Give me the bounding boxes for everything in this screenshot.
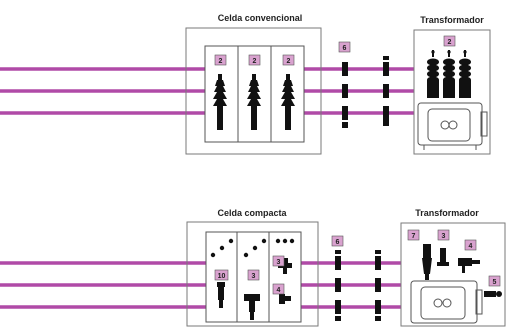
badge	[464, 239, 477, 251]
cable-joint-icon	[342, 122, 348, 128]
top-terminal-badges: 2 2 2	[214, 54, 295, 66]
cable-joint-icon	[383, 106, 389, 120]
top-section: Celda convencional	[0, 13, 491, 155]
transformer-label: Transformador	[420, 15, 484, 25]
badge	[214, 54, 227, 66]
cable-joint-icon	[375, 250, 381, 254]
transformer-label: Transformador	[415, 208, 479, 218]
badge-text: 7	[412, 233, 416, 240]
badge	[272, 255, 285, 267]
transformer-body	[410, 280, 483, 324]
cable-joint-icon	[383, 120, 389, 126]
badge-text: 6	[343, 45, 347, 52]
badge	[437, 229, 450, 241]
badge	[488, 275, 501, 287]
badge	[331, 235, 344, 247]
badge-text: 3	[442, 233, 446, 240]
top-cable-joints	[342, 56, 389, 128]
top-transformer: Transformador 2	[413, 15, 491, 155]
bottom-cell-badges: 10 3 3 4	[214, 255, 285, 295]
tee-connector-icon	[244, 294, 260, 320]
badge	[338, 41, 351, 53]
compact-cell-label: Celda compacta	[217, 208, 287, 218]
cable-terminal-icon	[247, 74, 261, 130]
badge-text: 2	[253, 58, 257, 65]
compact-cell-box	[186, 221, 319, 327]
badge-text: 5	[493, 279, 497, 286]
bottom-transformer: Transformador 7 3 4 5	[400, 208, 506, 327]
badge-text: 3	[252, 273, 256, 280]
cable-joint-icon	[335, 256, 341, 270]
cable-joint-icon	[383, 84, 389, 98]
cable-joint-icon	[383, 62, 389, 76]
compact-connector-icons	[217, 258, 292, 320]
bushing-icons	[427, 50, 471, 98]
badge	[214, 269, 229, 281]
badge	[247, 269, 260, 281]
bushing-icon	[443, 50, 455, 98]
bushing-dots	[210, 238, 295, 258]
cable-joint-icon	[335, 316, 341, 321]
bottom-section: Celda compacta	[0, 208, 506, 327]
plug-connector-icon	[458, 258, 480, 273]
elbow-connector-icon	[437, 248, 449, 266]
cable-joint-icon	[335, 278, 341, 292]
bushing-icon	[422, 244, 432, 280]
badge-text: 6	[336, 239, 340, 246]
cable-joint-icon	[375, 278, 381, 292]
cable-terminal-icon	[213, 74, 227, 130]
badge	[282, 54, 295, 66]
cable-joint-icon	[383, 56, 389, 60]
cable-joint-icon	[342, 106, 348, 120]
badge	[272, 283, 285, 295]
bushing-icon	[459, 50, 471, 98]
cable-terminal-icons	[213, 74, 295, 130]
badge-text: 4	[277, 287, 281, 294]
badge-text: 4	[469, 243, 473, 250]
badge	[407, 229, 420, 241]
transformer-body	[417, 102, 488, 150]
badge-text: 10	[218, 273, 226, 280]
conventional-cell-label: Celda convencional	[218, 13, 303, 23]
badge-text: 2	[287, 58, 291, 65]
badge-text: 3	[277, 259, 281, 266]
badge	[248, 54, 261, 66]
transformer-connector-icons	[422, 244, 502, 297]
conventional-cell-box	[185, 27, 322, 155]
tee-connector-icon	[278, 258, 292, 274]
badge-text: 2	[219, 58, 223, 65]
badge-text: 2	[448, 39, 452, 46]
cable-joint-icon	[342, 84, 348, 98]
elbow-connector-icon	[217, 282, 225, 308]
cable-joint-icon	[335, 300, 341, 314]
output-connector-icon	[484, 291, 502, 297]
badge	[443, 35, 456, 47]
bushing-icon	[427, 50, 439, 98]
cable-joint-icon	[335, 250, 341, 254]
cable-joint-icon	[342, 62, 348, 76]
cable-terminal-icon	[281, 74, 295, 130]
bottom-cable-joints	[335, 250, 381, 321]
cable-joint-icon	[375, 256, 381, 270]
cable-joint-icon	[375, 300, 381, 314]
elbow-connector-icon	[279, 294, 291, 304]
cable-joint-icon	[375, 316, 381, 321]
